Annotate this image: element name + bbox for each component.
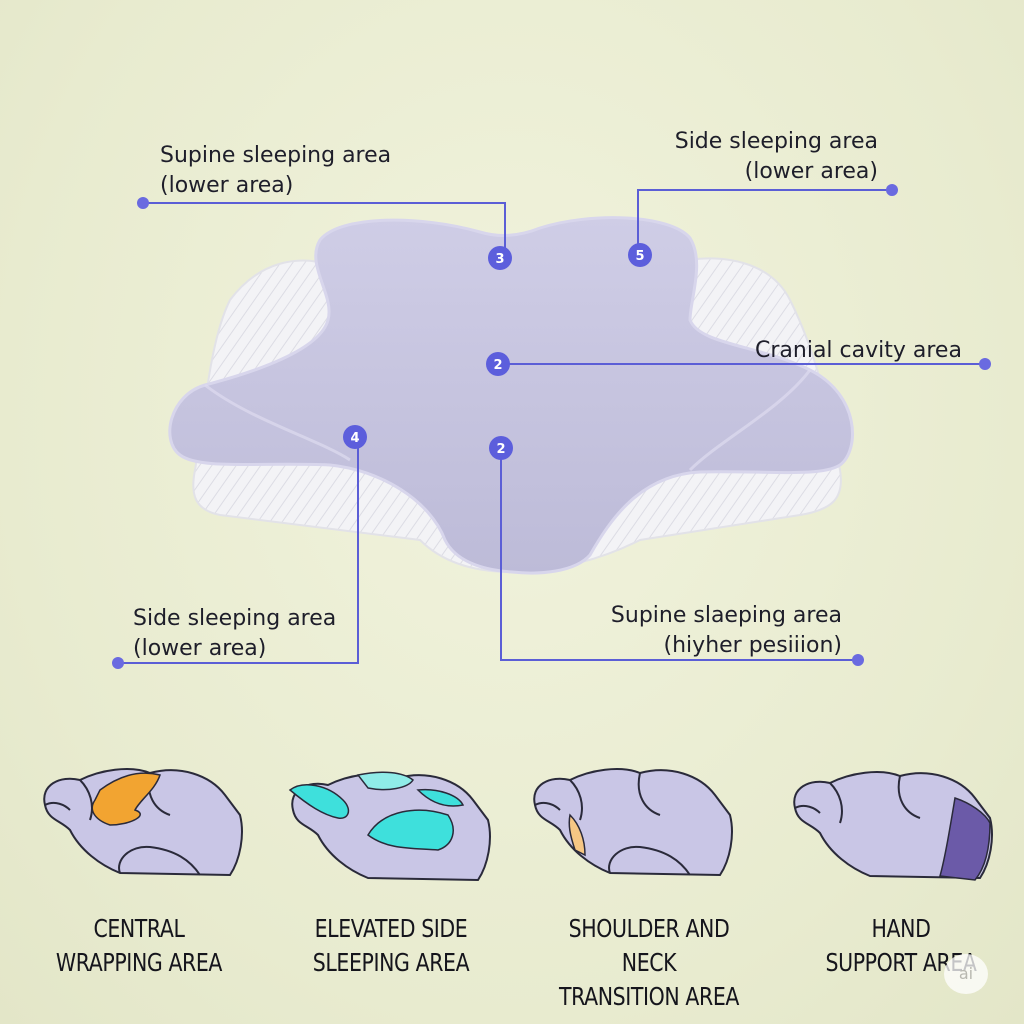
badge-2-cranial-number: 2 <box>493 358 502 373</box>
endpoint-dot <box>112 657 124 669</box>
callout-supine-lower: Supine sleeping area (lower area) <box>160 141 391 201</box>
callout-side-lower-left-line1: Side sleeping area <box>133 606 337 631</box>
zone-illustration-elevated <box>288 771 491 882</box>
zone-caption-central-line2: WRAPPING AREA <box>55 948 223 977</box>
callout-supine-lower-line2: (lower area) <box>160 173 294 198</box>
callout-supine-higher-line2: (hiyher pesiiion) <box>663 633 842 658</box>
callout-supine-higher: Supine slaeping area (hiyher pesiiion) <box>580 601 842 661</box>
callout-side-lower-right: Side sleeping area (lower area) <box>648 127 878 187</box>
leader-side-lower-right <box>637 189 892 255</box>
zone-caption-elevated-line2: SLEEPING AREA <box>312 948 470 977</box>
zone-caption-shoulder-line1: SHOULDER AND NECK <box>568 914 730 977</box>
badge-3-number: 3 <box>495 252 504 267</box>
badge-3: 3 <box>488 246 512 270</box>
leader-side-lower-left <box>118 438 359 664</box>
callout-side-lower-right-line2: (lower area) <box>744 159 878 184</box>
badge-4-number: 4 <box>350 431 359 446</box>
zone-illustration-hand <box>793 771 993 881</box>
callout-side-lower-right-line1: Side sleeping area <box>674 129 878 154</box>
zone-illustration-central <box>43 768 243 877</box>
zone-caption-shoulder-line2: TRANSITION AREA <box>558 982 739 1011</box>
endpoint-dot <box>886 184 898 196</box>
zone-caption-elevated-line1: ELEVATED SIDE <box>314 914 468 943</box>
badge-2-supine: 2 <box>489 436 513 460</box>
badge-4: 4 <box>343 425 367 449</box>
leader-supine-higher <box>500 449 858 661</box>
pillow-main <box>168 216 854 575</box>
callout-side-lower-left: Side sleeping area (lower area) <box>133 604 336 664</box>
leader-supine-lower <box>143 202 506 258</box>
endpoint-dot <box>979 358 991 370</box>
callout-supine-lower-line1: Supine sleeping area <box>160 143 392 168</box>
pillow-top-surface <box>168 216 854 575</box>
zone-caption-shoulder: SHOULDER AND NECK TRANSITION AREA <box>547 912 752 1014</box>
watermark-logo: ai <box>944 954 988 994</box>
badge-5: 5 <box>628 243 652 267</box>
zone-caption-hand-line1: HAND <box>871 914 931 943</box>
leader-endpoints <box>112 184 991 669</box>
zone-caption-elevated: ELEVATED SIDE SLEEPING AREA <box>289 912 494 980</box>
endpoint-dot <box>137 197 149 209</box>
zone-caption-central: CENTRAL WRAPPING AREA <box>37 912 242 980</box>
callout-cranial-line1: Cranial cavity area <box>755 338 962 363</box>
callout-side-lower-left-line2: (lower area) <box>133 636 267 661</box>
zone-caption-central-line1: CENTRAL <box>93 914 185 943</box>
callout-supine-higher-line1: Supine slaeping area <box>610 603 842 628</box>
callout-cranial: Cranial cavity area <box>755 336 962 366</box>
endpoint-dot <box>852 654 864 666</box>
zone-illustration-shoulder <box>533 768 733 877</box>
badge-5-number: 5 <box>635 249 644 264</box>
badge-2-cranial: 2 <box>486 352 510 376</box>
badge-2-supine-number: 2 <box>496 442 505 457</box>
leader-lines <box>118 189 985 664</box>
